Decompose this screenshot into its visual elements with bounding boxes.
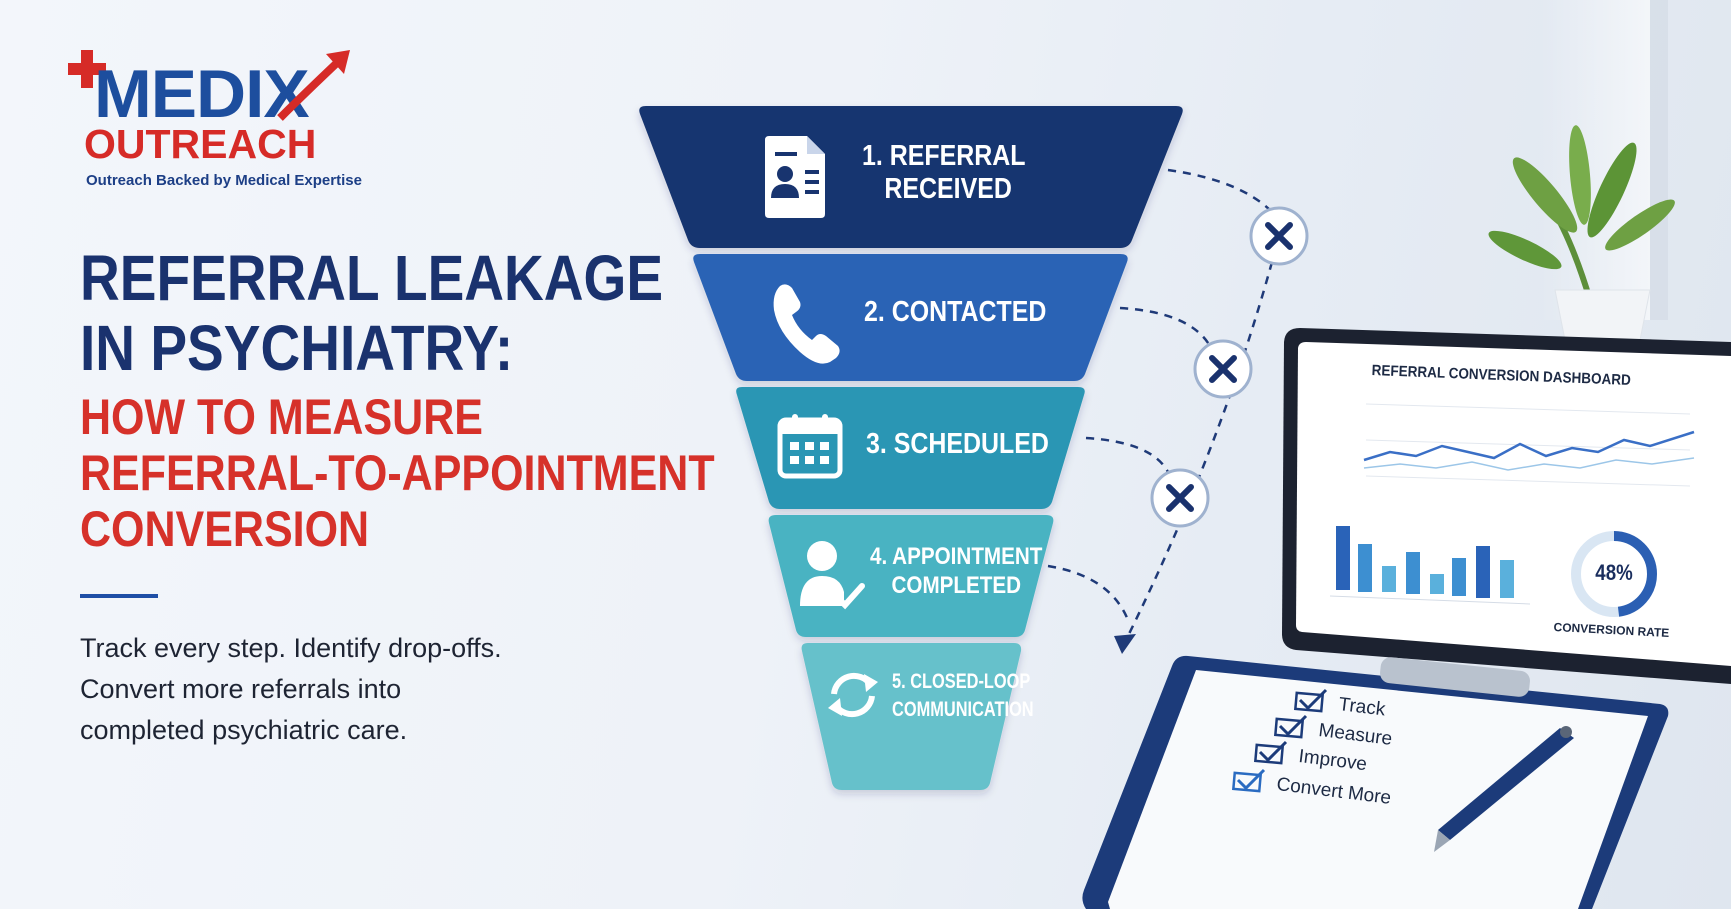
x-icon — [1193, 339, 1253, 399]
conversion-rate-value: 48% — [1595, 560, 1633, 585]
x-icon — [1150, 468, 1210, 528]
stage-1-label: 1. REFERRAL RECEIVED — [862, 140, 1026, 206]
x-icon — [1249, 206, 1309, 266]
brand-logo: MEDIX OUTREACH Outreach Backed by Medica… — [68, 46, 368, 196]
bar-chart — [1329, 526, 1531, 605]
conversion-gauge — [1571, 531, 1657, 617]
tagline-line-1: Track every step. Identify drop-offs. — [80, 633, 502, 663]
arrow-head — [1114, 634, 1136, 654]
brand-name-bottom: OUTREACH — [84, 121, 317, 167]
plant — [1488, 125, 1675, 341]
stage-1-line-1: 1. REFERRAL — [862, 140, 1026, 172]
stage-4-line-2: COMPLETED — [891, 572, 1022, 599]
subtitle-line-2: REFERRAL-TO-APPOINTMENT — [80, 445, 715, 501]
document-person-icon — [765, 136, 825, 218]
funnel-stage-4 — [768, 515, 1054, 637]
checkbox-icon — [1231, 688, 1328, 793]
phone-icon — [773, 284, 840, 364]
brand-tagline: Outreach Backed by Medical Expertise — [86, 172, 362, 189]
dropoff-paths — [1047, 168, 1274, 641]
page-title: REFERRAL LEAKAGE IN PSYCHIATRY: HOW TO M… — [80, 242, 715, 560]
brand-name-top: MEDIX — [94, 56, 310, 132]
tagline: Track every step. Identify drop-offs. Co… — [80, 628, 502, 751]
pen — [1434, 726, 1574, 852]
title-line-2: IN PSYCHIATRY: — [80, 312, 514, 384]
stage-3-line-1: 3. SCHEDULED — [866, 428, 1049, 460]
stage-1-line-2: RECEIVED — [884, 173, 1012, 205]
stage-5-label: 5. CLOSED-LOOP COMMUNICATION — [892, 668, 1034, 724]
stage-3-label: 3. SCHEDULED — [866, 428, 1049, 461]
funnel-stage-5 — [801, 643, 1022, 790]
calendar-icon — [777, 414, 843, 479]
line-chart — [1363, 403, 1695, 487]
title-line-1: REFERRAL LEAKAGE — [80, 242, 664, 314]
tagline-line-2: Convert more referrals into — [80, 674, 402, 704]
stage-5-line-2: COMMUNICATION — [892, 698, 1034, 721]
stage-5-line-1: 5. CLOSED-LOOP — [892, 670, 1031, 693]
stage-4-label: 4. APPOINTMENT COMPLETED — [870, 542, 1042, 600]
growth-arrow-icon — [277, 50, 350, 121]
stage-4-line-1: 4. APPOINTMENT — [870, 543, 1043, 570]
medical-cross-icon — [68, 50, 106, 88]
stage-2-line-1: 2. CONTACTED — [864, 296, 1047, 328]
refresh-icon — [828, 672, 878, 718]
divider — [80, 594, 158, 598]
person-check-icon — [800, 541, 865, 610]
stage-2-label: 2. CONTACTED — [864, 296, 1046, 329]
subtitle-line-1: HOW TO MEASURE — [80, 389, 483, 445]
tagline-line-3: completed psychiatric care. — [80, 715, 408, 745]
subtitle-line-3: CONVERSION — [80, 501, 370, 557]
